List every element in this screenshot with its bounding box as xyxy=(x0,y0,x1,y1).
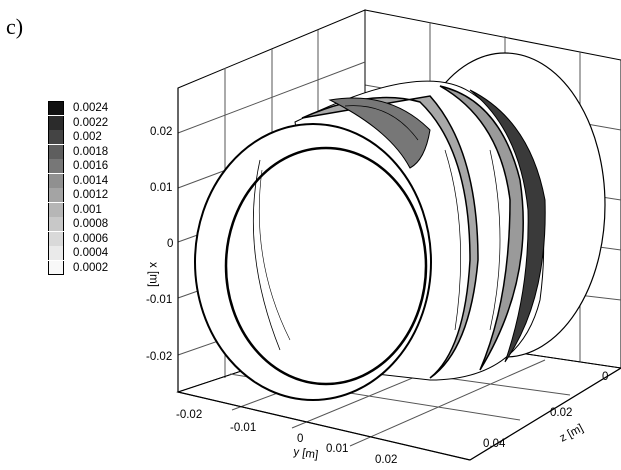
y-tick: 0 xyxy=(297,433,303,445)
legend-row: 0.002 xyxy=(48,130,176,144)
legend-label: 0.0006 xyxy=(73,232,109,245)
x-tick: 0.02 xyxy=(150,126,172,138)
legend-swatch xyxy=(48,202,64,217)
legend-row: 0.0012 xyxy=(48,188,176,202)
legend-row: 0.0014 xyxy=(48,173,176,188)
legend-label: 0.0012 xyxy=(73,189,109,201)
x-tick: 0.01 xyxy=(150,182,172,194)
legend-row: 0.0022 xyxy=(48,115,176,130)
legend-label: 0.0014 xyxy=(73,174,109,187)
legend-swatch xyxy=(48,217,64,231)
z-tick: 0.02 xyxy=(550,407,572,419)
x-axis-ticks: 0.02 0.01 0 -0.01 -0.02 xyxy=(146,126,173,363)
legend-swatch xyxy=(48,130,64,144)
z-axis-title: z [m] xyxy=(558,422,586,444)
panel-label: c) xyxy=(6,14,24,39)
axis-lines xyxy=(177,88,621,461)
legend-label: 0.0004 xyxy=(73,247,109,259)
z-axis-ticks: 0 0.02 0.04 xyxy=(483,371,608,450)
y-tick: 0.01 xyxy=(326,443,348,455)
y-tick: 0.02 xyxy=(375,454,397,466)
contour-band-3 xyxy=(469,89,546,363)
legend-label: 0.0002 xyxy=(73,261,109,274)
legend-label: 0.0018 xyxy=(73,145,109,158)
x-tick: -0.01 xyxy=(146,294,172,306)
legend-row: 0.0024 xyxy=(48,101,176,115)
y-tick: -0.02 xyxy=(176,409,202,421)
legend-swatch xyxy=(48,115,64,130)
legend-row: 0.0002 xyxy=(48,260,176,275)
legend-label: 0.0022 xyxy=(73,116,109,129)
z-tick: 0.04 xyxy=(483,438,506,450)
z-tick: 0 xyxy=(602,371,608,383)
front-ring xyxy=(194,123,432,401)
legend-label: 0.0016 xyxy=(73,160,109,172)
legend-swatch xyxy=(48,144,64,159)
legend-swatch xyxy=(48,188,64,202)
y-axis-ticks: -0.02 -0.01 0 0.01 0.02 xyxy=(176,409,397,466)
y-axis-title: y [m] xyxy=(293,446,319,461)
x-tick: -0.02 xyxy=(146,351,172,363)
legend-swatch xyxy=(48,159,64,173)
legend-swatch xyxy=(48,231,64,246)
legend-row: 0.0008 xyxy=(48,217,176,231)
x-axis-title: x [m] xyxy=(147,262,159,287)
legend-row: 0.0004 xyxy=(48,246,176,260)
legend-label: 0.0024 xyxy=(73,102,109,114)
legend-label: 0.0008 xyxy=(73,218,109,230)
y-tick: -0.01 xyxy=(230,422,256,434)
legend-label: 0.001 xyxy=(73,203,102,216)
legend-row: 0.0016 xyxy=(48,159,176,173)
contour-band-1 xyxy=(301,95,479,379)
legend-row: 0.0018 xyxy=(48,144,176,159)
contour-band-4 xyxy=(328,97,431,169)
legend-row: 0.0006 xyxy=(48,231,176,246)
legend-label: 0.002 xyxy=(73,131,102,143)
legend-swatch xyxy=(48,246,64,260)
legend-row: 0.001 xyxy=(48,202,176,217)
contour-band-2 xyxy=(439,85,524,371)
legend-swatch xyxy=(48,101,64,115)
legend-swatch xyxy=(48,260,64,275)
x-tick: 0 xyxy=(167,238,173,250)
legend-swatch xyxy=(48,173,64,188)
